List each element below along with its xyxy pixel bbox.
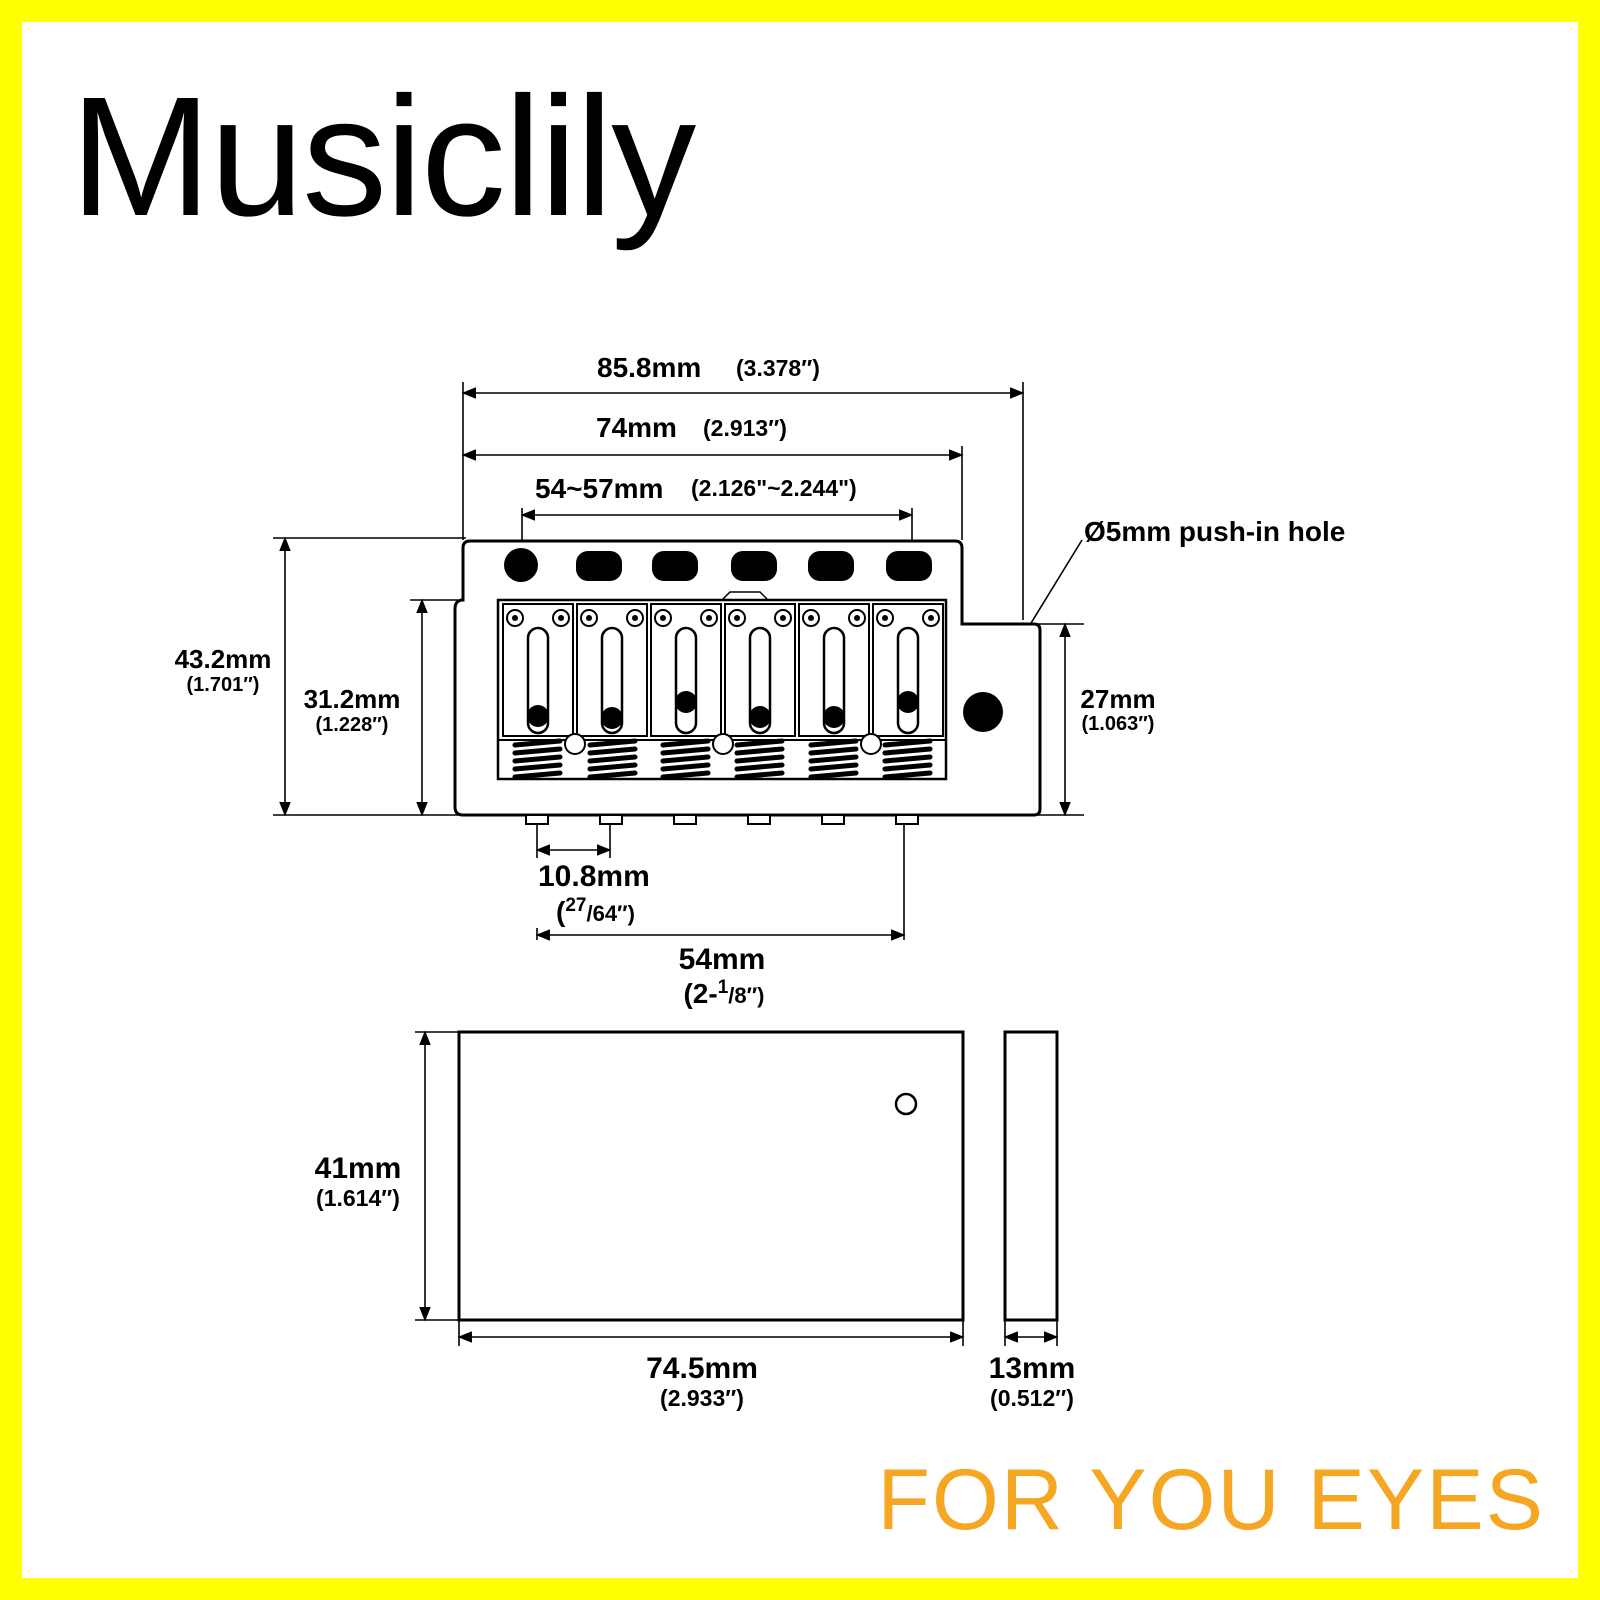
intonation-screws — [525, 814, 919, 825]
screw-span-mm: 54mm — [679, 943, 766, 976]
overall-width-mm: 85.8mm — [597, 352, 701, 383]
overall-height-inch: (1.701″) — [187, 674, 260, 696]
saddle-2 — [576, 603, 648, 737]
block-height-mm: 41mm — [315, 1152, 402, 1185]
overall-width-inch: (3.378″) — [736, 355, 820, 381]
string-hole-round — [504, 548, 538, 582]
overall-height-mm: 43.2mm — [175, 644, 272, 674]
side-height-inch: (1.063″) — [1082, 713, 1155, 735]
string-hole — [731, 551, 777, 581]
saddle-spacing-inch: (27/64″) — [556, 895, 635, 927]
side-height-mm: 27mm — [1080, 684, 1155, 714]
string-hole — [886, 551, 932, 581]
plate-width-mm: 74mm — [596, 412, 677, 443]
bridge-top-view — [453, 539, 1042, 825]
brand-title: Musiclily — [70, 62, 696, 252]
saddle-1 — [502, 603, 574, 737]
saddle-6 — [872, 603, 944, 737]
saddle-5 — [798, 603, 870, 737]
tagline: FOR YOU EYES — [877, 1452, 1545, 1548]
block-width-mm: 74.5mm — [646, 1352, 758, 1385]
push-in-hole — [963, 692, 1003, 732]
block-thickness-mm: 13mm — [989, 1352, 1076, 1385]
screw-span-inch: (2-1/8″) — [683, 977, 764, 1009]
sustain-block-front — [457, 1030, 965, 1322]
sustain-block-view — [457, 1030, 1059, 1322]
string-hole — [652, 551, 698, 581]
saddle-3 — [650, 603, 722, 737]
sustain-block-side — [1003, 1030, 1059, 1322]
string-spacing-mm: 54~57mm — [535, 473, 663, 504]
block-hole — [894, 1092, 918, 1116]
labels: 85.8mm (3.378″) 74mm (2.913″) 54~57mm (2… — [162, 352, 1345, 1411]
string-hole — [808, 551, 854, 581]
string-spacing-inch: (2.126"~2.244") — [691, 475, 857, 501]
saddle-height-inch: (1.228″) — [316, 714, 389, 736]
push-in-hole-label: Ø5mm push-in hole — [1084, 516, 1345, 547]
saddle-4 — [724, 603, 796, 737]
block-height-inch: (1.614″) — [316, 1185, 400, 1211]
string-hole — [576, 551, 622, 581]
block-width-inch: (2.933″) — [660, 1385, 744, 1411]
block-thickness-inch: (0.512″) — [990, 1385, 1074, 1411]
saddle-height-mm: 31.2mm — [304, 684, 401, 714]
plate-width-inch: (2.913″) — [703, 415, 787, 441]
saddle-springs — [512, 738, 933, 780]
saddle-spacing-mm: 10.8mm — [538, 860, 650, 893]
